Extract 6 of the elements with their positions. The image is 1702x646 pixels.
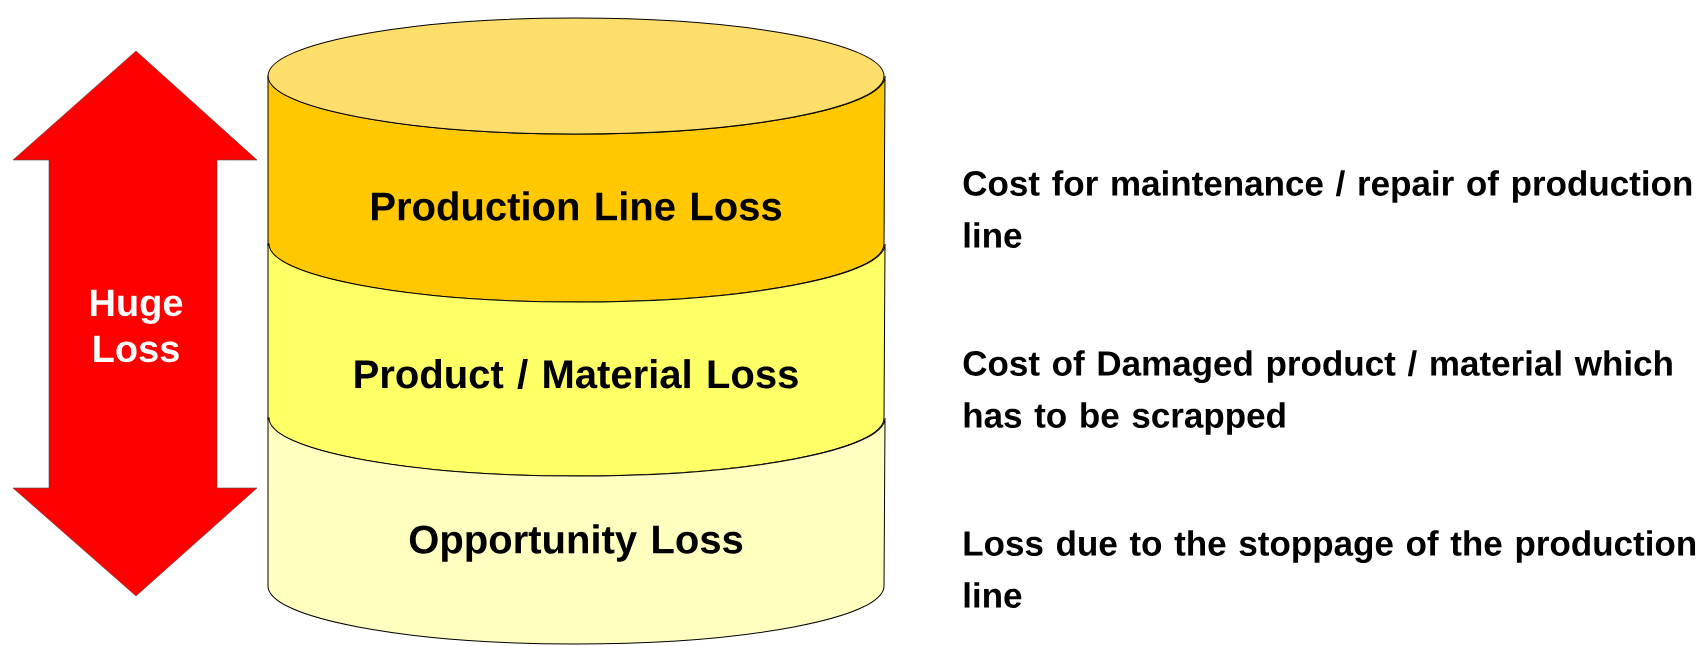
- description-text: Loss due to the stoppage of the production line: [964, 530, 1696, 608]
- description-text: Cost for maintenance / repair of production line: [963, 170, 1692, 248]
- cylinder-layer: Opportunity Loss: [267, 417, 886, 645]
- cylinder-layer: Production Line Loss: [267, 17, 886, 303]
- description-text: Cost of Damaged product / material which has to be scrapped: [963, 350, 1672, 435]
- cylinder-layer: Product / Material Loss: [267, 243, 886, 477]
